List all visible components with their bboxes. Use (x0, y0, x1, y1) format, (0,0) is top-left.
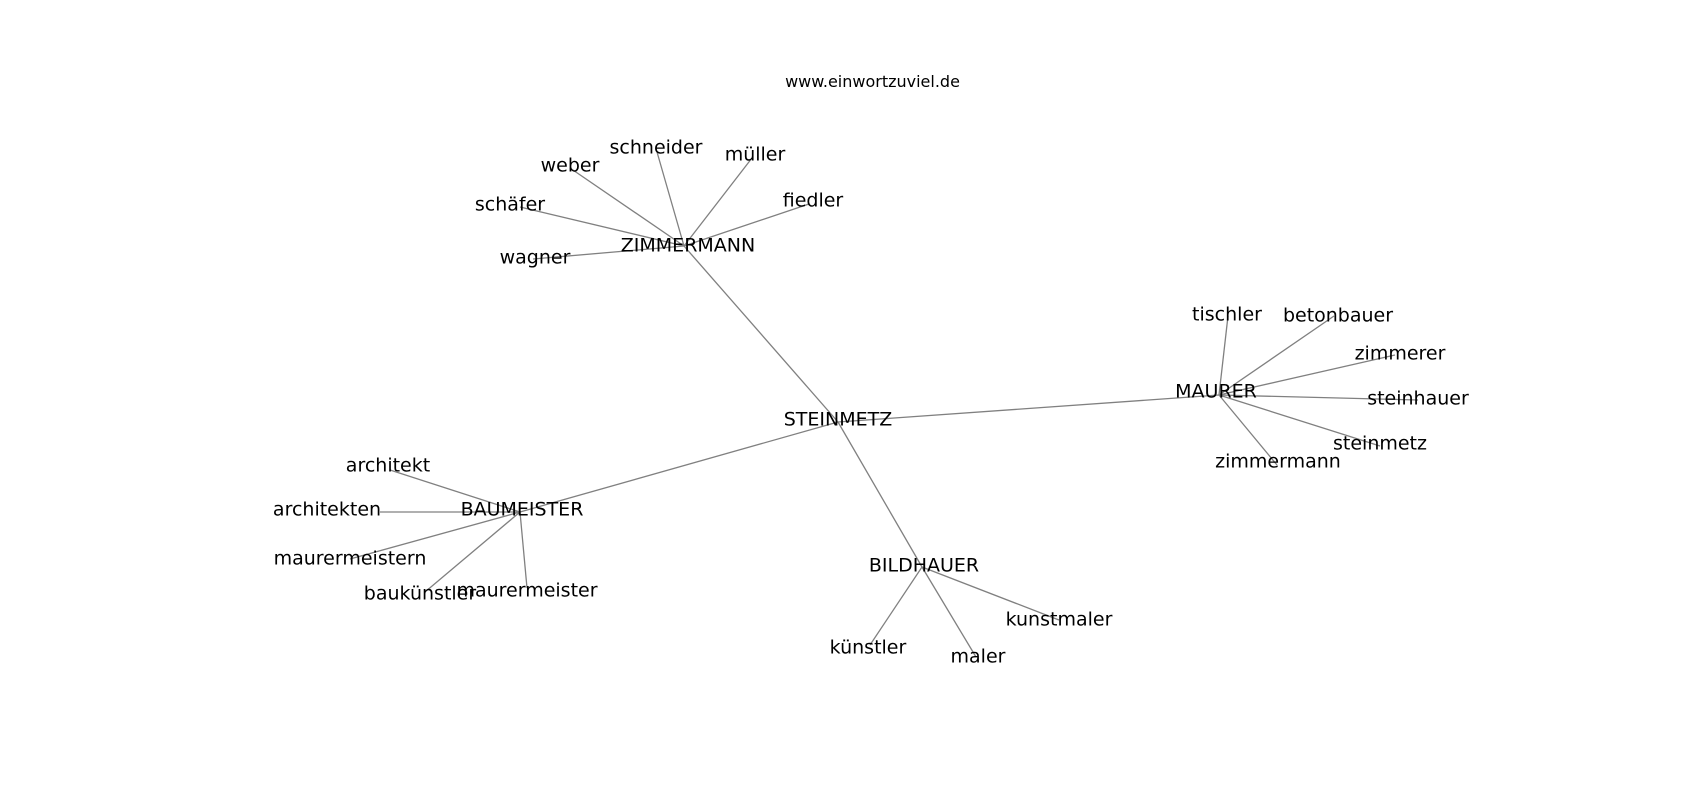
leaf-node-zimmermann-leaf: zimmermann (1215, 451, 1341, 473)
edge-maurer-zimmerer (1218, 354, 1396, 396)
leaf-node-architekt: architekt (346, 455, 430, 477)
edge-bildhauer-kuenstler (869, 566, 923, 646)
edge-zimmermann-fiedler (683, 203, 810, 247)
hub-node-maurer: MAURER (1175, 381, 1257, 403)
leaf-node-maurermeister: maurermeister (456, 580, 597, 602)
edge-maurer-steinhauer (1218, 394, 1419, 401)
leaf-node-mueller: müller (725, 144, 786, 166)
leaf-node-zimmerer: zimmerer (1355, 343, 1446, 365)
edge-zimmermann-schaefer (519, 206, 685, 247)
edge-center-maurer (837, 394, 1220, 423)
edge-maurer-zimmermann-leaf (1218, 394, 1278, 466)
edge-maurer-betonbauer (1218, 315, 1335, 396)
hub-node-baumeister: BAUMEISTER (461, 499, 584, 521)
leaf-node-kuenstler: künstler (830, 637, 907, 659)
leaf-node-maler: maler (951, 646, 1006, 668)
leaf-node-fiedler: fiedler (783, 190, 844, 212)
hub-node-zimmermann: ZIMMERMANN (621, 235, 755, 257)
edge-maurer-tischler (1218, 315, 1229, 396)
edge-zimmermann-mueller (683, 157, 753, 247)
edge-baumeister-baukuenstler (424, 511, 521, 593)
leaf-node-steinhauer: steinhauer (1367, 388, 1469, 410)
leaf-node-kunstmaler: kunstmaler (1006, 609, 1113, 631)
edge-zimmermann-schneider (656, 151, 685, 247)
edge-layer (349, 151, 1419, 658)
leaf-node-wagner: wagner (500, 247, 571, 269)
label-layer: STEINMETZ ZIMMERMANN weber schneider müller f… (273, 137, 1469, 668)
edge-center-baumeister (519, 421, 839, 513)
edge-center-bildhauer (837, 421, 923, 568)
edge-baumeister-maurermeister (519, 511, 528, 589)
source-label: www.einwortzuviel.de (785, 72, 960, 91)
edge-bildhauer-maler (921, 566, 977, 658)
edge-baumeister-architekt (389, 469, 521, 513)
leaf-node-baukuenstler: baukünstler (364, 583, 477, 605)
leaf-node-maurermeistern: maurermeistern (274, 548, 427, 570)
leaf-node-betonbauer: betonbauer (1283, 305, 1393, 327)
leaf-node-schneider: schneider (610, 137, 703, 159)
leaf-node-tischler: tischler (1192, 304, 1262, 326)
leaf-node-schaefer: schäfer (475, 194, 545, 216)
hub-node-bildhauer: BILDHAUER (869, 555, 979, 577)
leaf-node-steinmetz: steinmetz (1333, 433, 1427, 455)
edge-zimmermann-weber (569, 167, 685, 247)
edge-center-zimmermann (683, 245, 839, 423)
edge-bildhauer-kunstmaler (921, 566, 1060, 621)
edge-zimmermann-wagner (532, 245, 685, 260)
node-center-steinmetz: STEINMETZ (784, 409, 893, 431)
edge-maurer-steinmetz (1218, 394, 1381, 447)
leaf-node-weber: weber (541, 155, 600, 177)
edge-baumeister-maurermeistern (349, 511, 521, 560)
leaf-node-architekten: architekten (273, 499, 381, 521)
